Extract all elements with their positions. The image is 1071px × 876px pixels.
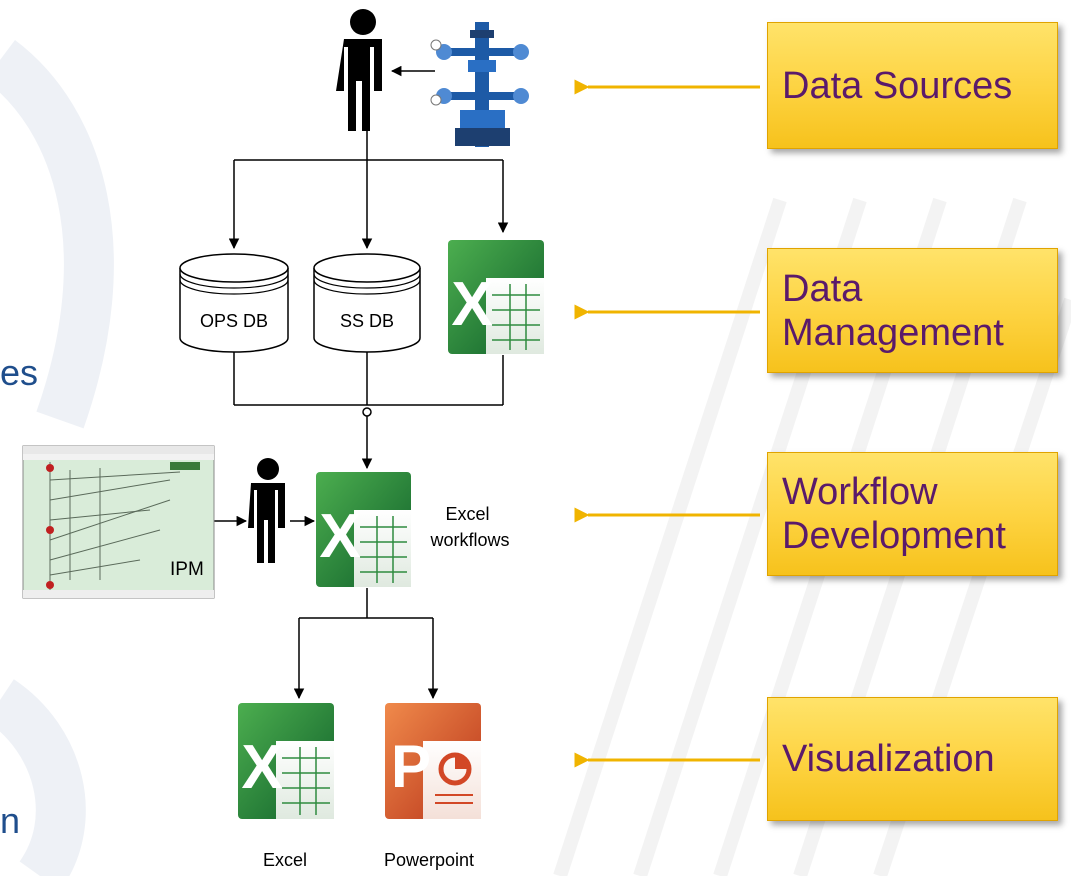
stage-label-data-management: Data Management (767, 248, 1058, 373)
stage-label-line: Data Sources (782, 64, 1013, 107)
excel-workflows-label: Excel workflows (429, 504, 509, 550)
stage-label-line: Visualization (782, 738, 995, 780)
excel-workflows-line: workflows (429, 530, 509, 550)
stage-label-line: Development (782, 515, 1006, 557)
ipm-screenshot (22, 445, 215, 599)
excel-workflows-line: Excel (445, 504, 489, 524)
ops-db-label: OPS DB (200, 311, 268, 331)
clipped-text-fragment: es (0, 352, 39, 393)
stage-label-visualization: Visualization (767, 697, 1058, 821)
stage-label-line: Management (782, 311, 1004, 354)
svg-text:X: X (451, 270, 492, 339)
database-icon (313, 253, 421, 353)
excel-icon: X (448, 240, 544, 354)
svg-text:P: P (391, 733, 431, 800)
excel-icon: X (316, 472, 411, 587)
clipped-text-fragment: n (0, 800, 21, 841)
wellhead-icon (430, 22, 529, 147)
ss-db-label: SS DB (340, 311, 394, 331)
ipm-label: IPM (170, 559, 204, 580)
person-icon (336, 9, 382, 131)
svg-text:X: X (241, 733, 282, 802)
connector-lines (214, 125, 509, 700)
stage-label-line: Data (782, 267, 863, 310)
excel-icon: X (238, 703, 334, 819)
stage-label-line: Workflow (782, 471, 938, 513)
svg-text:X: X (319, 502, 360, 571)
powerpoint-icon: P (385, 703, 481, 819)
database-icon (179, 253, 289, 353)
stage-label-data-sources: Data Sources (767, 22, 1058, 149)
excel-label: Excel (263, 850, 307, 870)
powerpoint-label: Powerpoint (384, 850, 474, 870)
person-icon (248, 458, 285, 563)
stage-arrows (574, 79, 760, 768)
stage-label-workflow-development: Workflow Development (767, 452, 1058, 576)
